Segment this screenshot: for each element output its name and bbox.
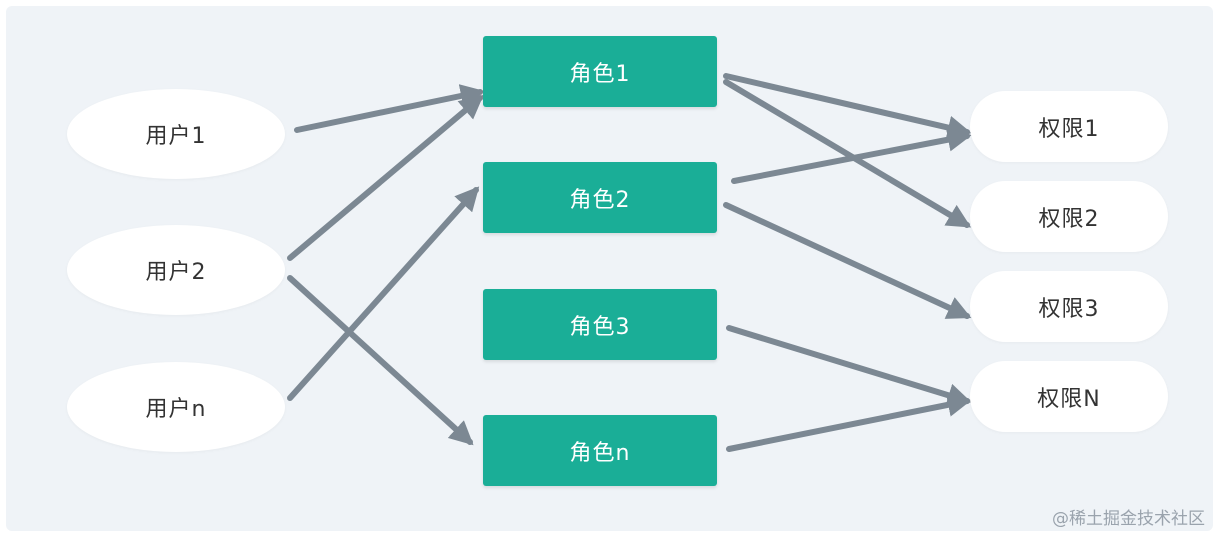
permission-label-1: 权限1 — [1038, 116, 1100, 142]
permission-node-N: 权限N — [970, 361, 1168, 432]
permission-node-1: 权限1 — [970, 91, 1168, 162]
role-node-1: 角色1 — [483, 36, 717, 107]
role-label-2: 角色2 — [569, 187, 631, 213]
user-node-2: 用户2 — [67, 225, 285, 315]
role-label-1: 角色1 — [569, 61, 631, 87]
user-label-1: 用户1 — [145, 124, 207, 149]
permission-label-2: 权限2 — [1038, 206, 1100, 232]
user-node-n: 用户n — [67, 362, 285, 452]
watermark: @稀土掘金技术社区 — [1052, 509, 1205, 529]
role-label-n: 角色n — [569, 440, 631, 466]
permission-node-3: 权限3 — [970, 271, 1168, 342]
permission-label-N: 权限N — [1037, 386, 1101, 412]
role-node-2: 角色2 — [483, 162, 717, 233]
role-node-3: 角色3 — [483, 289, 717, 360]
permission-label-3: 权限3 — [1038, 296, 1100, 322]
permission-node-2: 权限2 — [970, 181, 1168, 252]
user-node-1: 用户1 — [67, 89, 285, 179]
role-node-n: 角色n — [483, 415, 717, 486]
user-label-n: 用户n — [145, 397, 207, 422]
user-label-2: 用户2 — [145, 260, 207, 285]
role-label-3: 角色3 — [569, 314, 631, 340]
